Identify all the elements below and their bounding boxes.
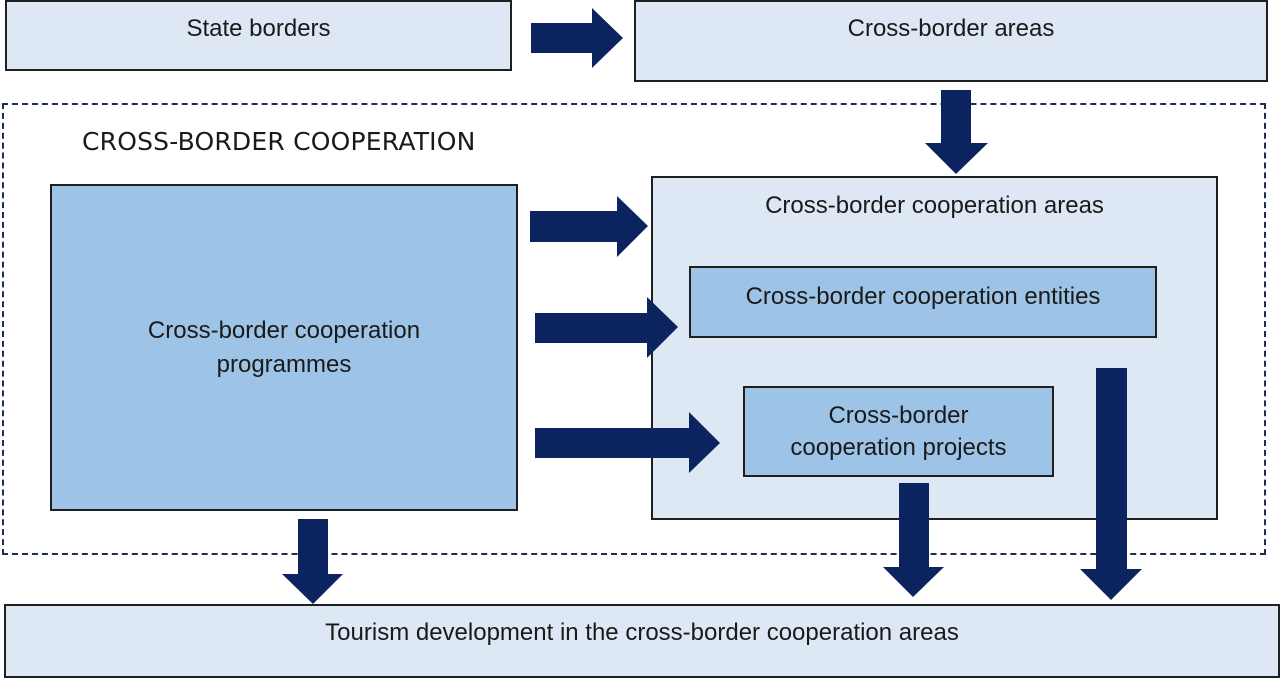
projects-box: Cross-border cooperation projects [743, 386, 1054, 477]
entities-label: Cross-border cooperation entities [745, 283, 1101, 310]
projects-label-line2: cooperation projects [790, 433, 1007, 461]
programmes-box: Cross-border cooperation programmes [50, 184, 518, 511]
arrow-state-to-areas [531, 8, 623, 68]
tourism-box: Tourism development in the cross-border … [4, 604, 1280, 678]
section-title: CROSS-BORDER COOPERATION [82, 127, 476, 156]
programmes-label-line2: programmes [216, 350, 352, 378]
cooperation-areas-label: Cross-border cooperation areas [765, 192, 1104, 219]
state-borders-box: State borders [5, 0, 512, 71]
entities-box: Cross-border cooperation entities [689, 266, 1157, 338]
tourism-label: Tourism development in the cross-border … [325, 619, 959, 646]
cross-border-cooperation-region [2, 103, 1266, 555]
cross-border-areas-box: Cross-border areas [634, 0, 1268, 82]
projects-label-line1: Cross-border [828, 401, 969, 429]
cross-border-areas-label: Cross-border areas [847, 15, 1055, 42]
state-borders-label: State borders [186, 14, 331, 42]
programmes-label-line1: Cross-border cooperation [147, 316, 421, 344]
